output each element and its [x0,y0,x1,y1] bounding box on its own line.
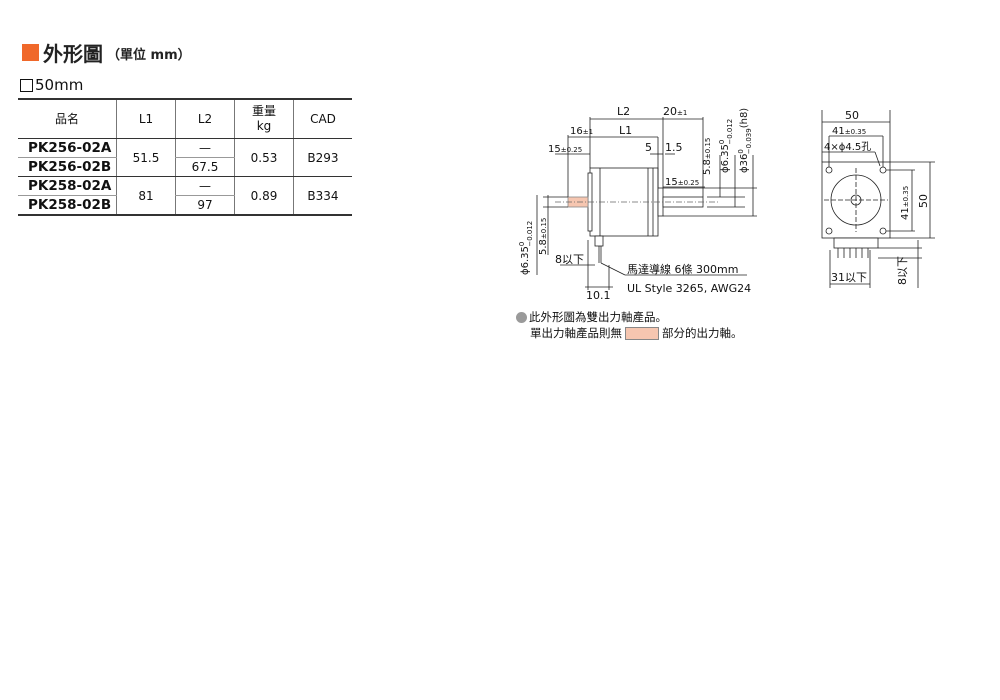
spec-table: 品名 L1 L2 重量 kg CAD PK256-02A 51.5 — 0.53… [18,98,352,216]
weight-cell: 0.53 [234,138,294,177]
dim-pilot-fit: (h8) [739,108,750,129]
dim-15b-tol: ±0.25 [678,179,699,187]
dim-41v-tol: ±0.35 [902,186,910,207]
dim-shaft-dia-value: ϕ6.35 [720,144,731,173]
cad-cell: B334 [293,176,352,216]
title-marker [22,43,39,61]
dim-pilot-tol-up: 0 [737,149,745,153]
table-row: PK256-02A 51.5 — 0.53 B293 [18,138,352,177]
dim-15b-value: 15 [665,177,678,188]
bullet-icon [516,311,527,323]
dim-left-r-value: 5.8 [538,239,549,255]
dim-16-value: 16 [570,126,583,137]
front-view-drawing: 50 41±0.35 4×ϕ4.5孔 41±0.35 50 31以下 8以下 [821,109,935,288]
dim-15-tol: ±0.25 [561,146,582,154]
table-row: PK258-02A 81 — 0.89 B334 [18,176,352,216]
dim-shaft-dia: ϕ6.350−0.012 [718,119,734,173]
model-cell: PK256-02B [18,157,117,177]
lead-spec: UL Style 3265, AWG24 [627,282,751,295]
dim-left-dia-tol-dn: −0.012 [526,221,534,247]
dim-20: 20±1 [663,105,687,118]
l2-cell: 97 [175,195,235,216]
dim-15b: 15±0.25 [665,177,699,188]
dim-50: 50 [845,109,859,122]
dim-left-dia: ϕ6.350−0.012 [518,221,534,275]
dim-16: 16±1 [570,126,593,137]
dim-holes: 4×ϕ4.5孔 [824,141,871,153]
model-cell: PK258-02A [18,176,117,196]
dim-15-value: 15 [548,144,561,155]
dim-41-tol: ±0.35 [845,128,866,136]
dim-8: 8以下 [555,253,584,266]
dim-41: 41±0.35 [832,126,866,137]
section-title: 外形圖 （單位 mm） [22,40,191,66]
col-l1: L1 [116,98,176,139]
dim-left-r: 5.8±0.15 [538,218,549,255]
note-line-1: 此外形圖為雙出力軸產品。 [516,309,667,325]
table-row: PK256-02B 67.5 [18,157,352,177]
dim-10-1: 10.1 [586,289,611,302]
dim-l2: L2 [617,105,630,118]
dim-41v: 41±0.35 [900,186,911,220]
dim-shaft-dia-tol-up: 0 [718,140,726,144]
col-weight: 重量 kg [234,98,294,139]
unit-label: （單位 mm） [107,48,191,63]
weight-cell: 0.89 [234,176,294,216]
page-title: 外形圖 [43,41,103,66]
l2-cell: — [175,138,235,158]
col-model: 品名 [18,98,117,139]
note-text-2a: 單出力軸產品則無 [530,326,622,340]
dim-l1: L1 [619,124,632,137]
table-row: PK258-02B 97 [18,195,352,216]
l2-cell: 67.5 [175,157,235,177]
dim-5: 5 [645,141,652,154]
dim-shaft-r-tol: ±0.15 [704,138,712,159]
shaft-highlight-swatch [625,326,659,340]
dim-8-front: 8以下 [896,256,909,285]
dim-left-dia-tol-up: 0 [518,242,526,246]
table-header-row: 品名 L1 L2 重量 kg CAD [18,98,352,139]
dim-31: 31以下 [831,271,867,284]
dim-left-dia-value: ϕ6.35 [520,246,531,275]
frame-size: 50mm [20,76,83,94]
dim-15: 15±0.25 [548,144,582,155]
cad-cell: B293 [293,138,352,177]
lead-label: 馬達導線 6條 300mm [627,262,738,276]
dim-20-tol: ±1 [677,109,687,117]
dim-50v: 50 [917,194,930,208]
model-cell: PK256-02A [18,138,117,158]
l1-cell: 51.5 [116,138,176,177]
col-cad: CAD [293,98,352,139]
dim-41-value: 41 [832,126,845,137]
dim-41v-value: 41 [900,207,911,220]
note-text-1: 此外形圖為雙出力軸產品。 [529,310,667,324]
note-line-2: 單出力軸產品則無 部分的出力軸。 [530,325,743,341]
dim-shaft-r-value: 5.8 [702,159,713,175]
side-view-drawing: L2 20±1 16±1 L1 15±0.25 5 1.5 15±0.25 5.… [518,105,757,302]
l2-cell: — [175,176,235,196]
dim-shaft-r: 5.8±0.15 [702,138,713,175]
dim-pilot: ϕ360−0.039(h8) [737,108,753,173]
frame-size-text: 50mm [35,76,84,94]
dim-20-value: 20 [663,105,677,118]
dim-pilot-value: ϕ36 [739,154,750,173]
square-symbol [20,78,33,92]
dim-1-5: 1.5 [665,141,683,154]
note-text-2b: 部分的出力軸。 [662,326,743,340]
dim-shaft-dia-tol-dn: −0.012 [726,119,734,145]
model-cell: PK258-02B [18,195,117,216]
dim-16-tol: ±1 [583,128,593,136]
l1-cell: 81 [116,176,176,216]
col-l2: L2 [175,98,235,139]
dim-pilot-tol-dn: −0.039 [745,128,753,154]
dim-left-r-tol: ±0.15 [540,218,548,239]
